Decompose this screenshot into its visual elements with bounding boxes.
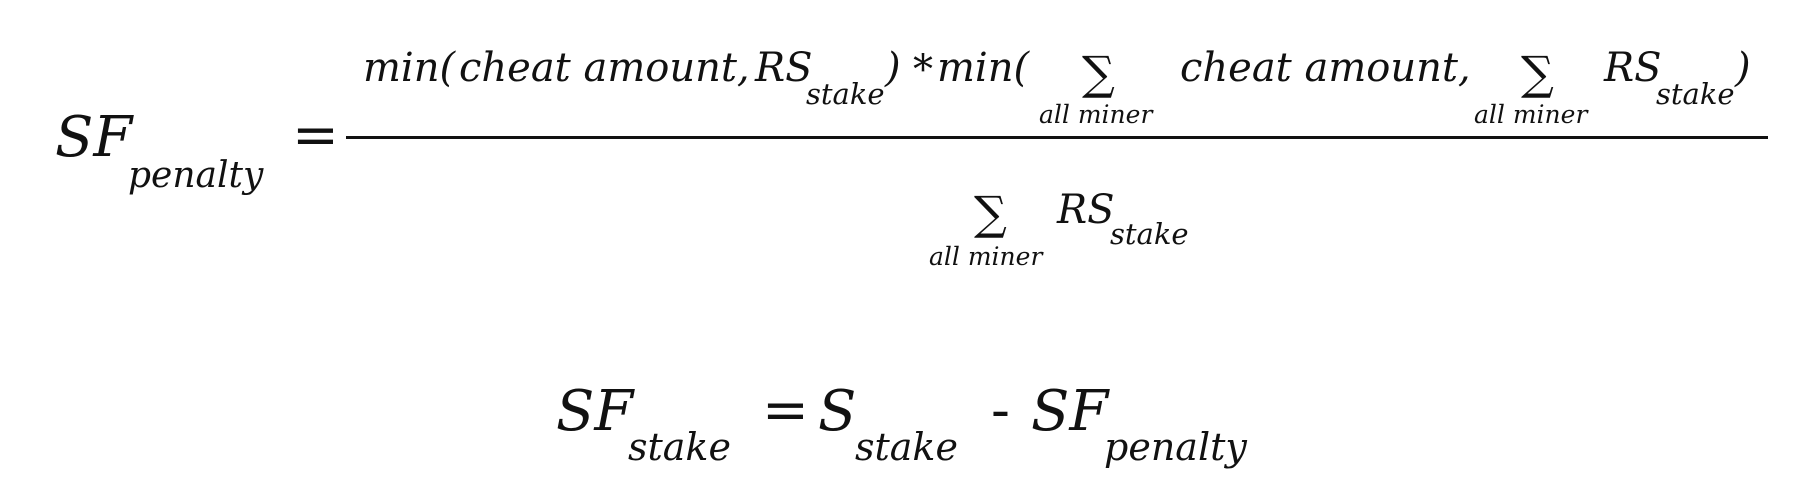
rs-stake-subscript: stake [806, 77, 885, 111]
sf-penalty-symbol: SF [1031, 379, 1109, 444]
rs-symbol: RS [755, 45, 813, 91]
lhs-sf-symbol: SF [55, 105, 133, 170]
summation-sign-2: ∑ [1521, 46, 1554, 100]
summation-limit-2: all miner [1474, 100, 1588, 129]
equals-sign: = [292, 103, 339, 168]
lhs-penalty-subscript: penalty [128, 155, 264, 196]
equals-sign-2: = [762, 378, 809, 443]
close-paren-2: ) [1735, 45, 1751, 91]
min-function-open-2: min( [937, 45, 1030, 91]
cheat-amount-term: cheat amount, [459, 45, 750, 91]
fraction-bar [346, 136, 1768, 139]
denominator-summation-sign: ∑ [974, 186, 1007, 240]
rs-symbol-2: RS [1604, 45, 1662, 91]
denominator-rs-symbol: RS [1057, 187, 1115, 233]
close-paren: ) [885, 45, 901, 91]
min-function-open: min( [363, 45, 456, 91]
cheat-amount-term-2: cheat amount, [1180, 45, 1471, 91]
sf-penalty-subscript: penalty [1104, 425, 1247, 469]
summation-sign: ∑ [1082, 46, 1115, 100]
rs-stake-subscript-2: stake [1656, 77, 1735, 111]
summation-limit: all miner [1039, 100, 1153, 129]
s-stake-subscript: stake [855, 425, 958, 469]
s-stake-symbol: S [818, 379, 857, 444]
multiply-sign: * [913, 47, 933, 93]
denominator-summation-limit: all miner [929, 242, 1043, 271]
denominator-rs-stake-subscript: stake [1110, 217, 1189, 251]
sf-stake-subscript: stake [628, 425, 731, 469]
sf-stake-symbol: SF [556, 379, 634, 444]
minus-sign: - [991, 378, 1010, 443]
